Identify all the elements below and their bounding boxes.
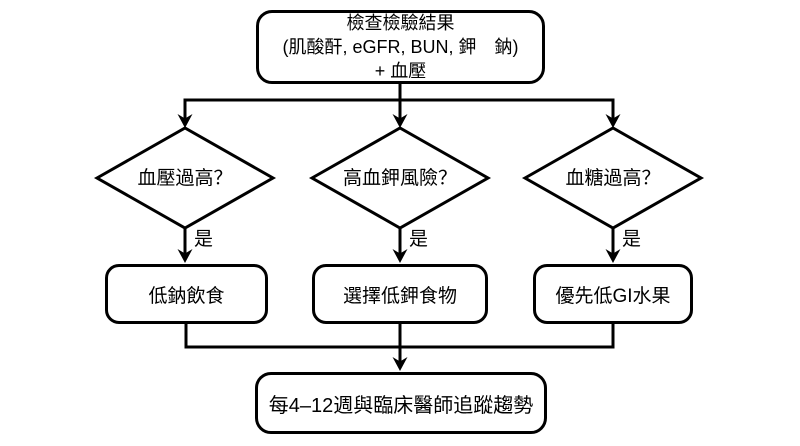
decision-label-potassium: 高血鉀風險？ xyxy=(342,168,457,189)
arrowhead xyxy=(177,249,193,263)
yes-label: 是 xyxy=(194,229,214,250)
connector-lines xyxy=(183,84,615,363)
start-node-line: + 血壓 xyxy=(374,61,427,81)
arrowhead xyxy=(177,114,193,128)
action-node-low-potassium-foods: 選擇低鉀食物 xyxy=(312,264,488,324)
decision-label-blood-pressure: 血壓過高？ xyxy=(137,168,233,189)
arrowhead xyxy=(392,114,408,128)
followup-node-label: 每4–12週與臨床醫師追蹤趨勢 xyxy=(268,394,534,417)
action-node-label: 優先低GI水果 xyxy=(555,285,671,307)
decision-diamond-blood-pressure xyxy=(93,126,277,230)
arrowhead xyxy=(392,249,408,263)
followup-node: 每4–12週與臨床醫師追蹤趨勢 xyxy=(255,372,547,434)
yes-label: 是 xyxy=(409,229,429,250)
arrowhead xyxy=(392,357,408,371)
yes-label: 是 xyxy=(622,229,642,250)
decision-diamond-potassium xyxy=(308,126,492,230)
action-node-low-sodium-diet: 低鈉飲食 xyxy=(105,264,268,324)
decision-shapes xyxy=(93,126,705,230)
arrowhead xyxy=(605,114,621,128)
action-node-label: 選擇低鉀食物 xyxy=(342,285,457,307)
start-node-line: 檢查檢驗結果 xyxy=(346,13,455,33)
action-node-label: 低鈉飲食 xyxy=(148,285,225,307)
start-node-line: (肌酸酐, eGFR, BUN, 鉀 鈉) xyxy=(282,37,519,57)
arrowhead xyxy=(605,249,621,263)
decision-label-glucose: 血糖過高？ xyxy=(565,168,661,189)
decision-diamond-glucose xyxy=(521,126,705,230)
action-node-low-gi-fruit: 優先低GI水果 xyxy=(533,264,693,324)
start-node: 檢查檢驗結果 (肌酸酐, eGFR, BUN, 鉀 鈉) + 血壓 xyxy=(256,10,545,84)
arrowheads xyxy=(177,114,621,371)
